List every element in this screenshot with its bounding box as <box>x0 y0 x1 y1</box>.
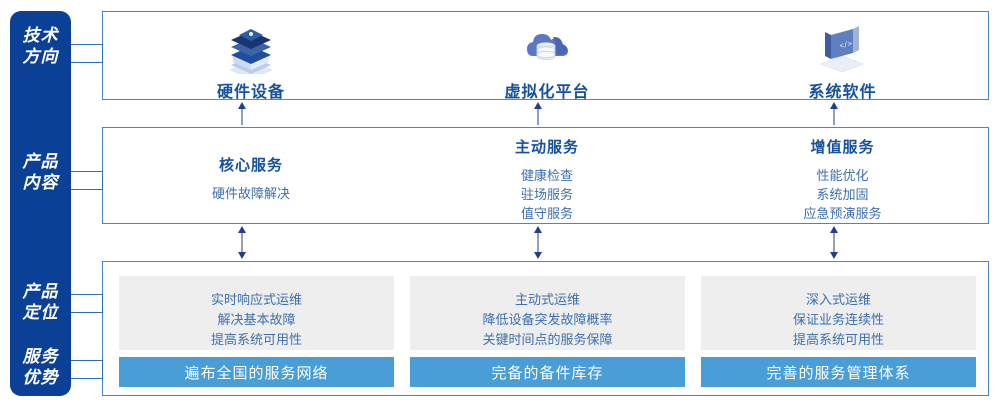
connector-position-bottom <box>71 312 102 313</box>
rail-label-line1: 服务 <box>22 347 59 366</box>
rail-label-line2: 优势 <box>22 368 59 387</box>
arrow-bidirectional-hardware <box>234 226 250 259</box>
rail-label-product-content: 产品 内容 <box>10 151 71 193</box>
tech-column-system-software[interactable]: </> 系统软件 <box>695 12 990 101</box>
connector-advantage-bottom <box>71 378 102 379</box>
left-rail <box>10 11 71 396</box>
position-card-realtime[interactable]: 实时响应式运维 解决基本故障 提高系统可用性 <box>119 276 394 350</box>
connector-content-bottom <box>71 189 102 190</box>
content-heading: 核心服务 <box>218 157 283 174</box>
rail-label-service-advantage: 服务 优势 <box>10 346 71 388</box>
advantage-bar-label: 完备的备件库存 <box>491 364 604 382</box>
content-heading: 增值服务 <box>810 139 875 156</box>
content-item: 应急预演服务 <box>803 206 882 221</box>
arrow-up-hardware <box>234 102 250 125</box>
content-item: 硬件故障解决 <box>211 186 290 201</box>
content-column-core-service[interactable]: 核心服务 硬件故障解决 <box>103 154 399 203</box>
content-column-value-added-service[interactable]: 增值服务 性能优化 系统加固 应急预演服务 <box>695 136 990 223</box>
connector-content-vertical <box>102 171 103 190</box>
position-item: 提高系统可用性 <box>792 332 884 347</box>
position-item: 深入式运维 <box>805 292 871 307</box>
advantage-bar-label: 遍布全国的服务网络 <box>184 364 329 382</box>
position-card-proactive[interactable]: 主动式运维 降低设备突发故障概率 关键时间点的服务保障 <box>410 276 685 350</box>
rail-label-line2: 内容 <box>22 173 59 192</box>
advantage-bar-label: 完善的服务管理体系 <box>766 364 911 382</box>
rail-label-line1: 技术 <box>22 26 59 45</box>
content-heading: 主动服务 <box>514 139 579 156</box>
connector-position-vertical <box>102 294 103 313</box>
rail-label-line1: 产品 <box>22 282 59 301</box>
content-item: 值守服务 <box>520 206 573 221</box>
arrow-up-virtualization <box>530 102 546 125</box>
server-stack-icon <box>219 26 283 80</box>
arrow-bidirectional-system-software <box>826 226 842 259</box>
advantage-bar-management-system[interactable]: 完善的服务管理体系 <box>701 357 976 387</box>
position-item: 提高系统可用性 <box>210 332 302 347</box>
content-item: 性能优化 <box>816 168 869 183</box>
rail-label-tech-direction: 技术 方向 <box>10 25 71 67</box>
tech-title: 硬件设备 <box>216 84 285 101</box>
connector-tech-top <box>71 44 102 45</box>
content-item: 健康检查 <box>520 168 573 183</box>
svg-text:</>: </> <box>838 39 852 49</box>
advantage-bar-spare-parts[interactable]: 完备的备件库存 <box>410 357 685 387</box>
cloud-database-icon <box>515 26 579 74</box>
content-column-active-service[interactable]: 主动服务 健康检查 驻场服务 值守服务 <box>399 136 695 223</box>
position-item: 关键时间点的服务保障 <box>482 332 613 347</box>
position-item: 实时响应式运维 <box>210 292 302 307</box>
position-item: 保证业务连续性 <box>792 312 884 327</box>
advantage-bar-service-network[interactable]: 遍布全国的服务网络 <box>119 357 394 387</box>
tech-column-virtualization[interactable]: 虚拟化平台 <box>399 12 695 101</box>
connector-advantage-vertical <box>102 360 103 379</box>
content-item: 系统加固 <box>816 187 869 202</box>
rail-label-line1: 产品 <box>22 152 59 171</box>
connector-tech-bottom <box>71 62 102 63</box>
position-item: 解决基本故障 <box>217 312 296 327</box>
position-item: 降低设备突发故障概率 <box>482 312 613 327</box>
connector-tech-vertical <box>102 44 103 63</box>
rail-label-line2: 定位 <box>22 303 59 322</box>
tech-column-hardware[interactable]: 硬件设备 <box>103 12 399 101</box>
connector-content-top <box>71 171 102 172</box>
rail-label-product-position: 产品 定位 <box>10 281 71 323</box>
connector-advantage-top <box>71 360 102 361</box>
arrow-up-system-software <box>826 102 842 125</box>
connector-position-top <box>71 294 102 295</box>
position-item: 主动式运维 <box>514 292 580 307</box>
content-item: 驻场服务 <box>520 187 573 202</box>
position-card-indepth[interactable]: 深入式运维 保证业务连续性 提高系统可用性 <box>701 276 976 350</box>
tech-title: 虚拟化平台 <box>504 84 590 101</box>
laptop-code-icon: </> <box>811 26 875 74</box>
tech-title: 系统软件 <box>808 84 877 101</box>
position-advantage-panel: 实时响应式运维 解决基本故障 提高系统可用性 主动式运维 降低设备突发故障概率 … <box>102 261 989 396</box>
rail-label-line2: 方向 <box>22 47 59 66</box>
tech-direction-panel: 硬件设备 虚拟化平台 <box>102 11 990 101</box>
product-content-panel: 核心服务 硬件故障解决 主动服务 健康检查 驻场服务 值守服务 增值服务 性能优… <box>102 127 989 224</box>
arrow-bidirectional-virtualization <box>530 226 546 259</box>
